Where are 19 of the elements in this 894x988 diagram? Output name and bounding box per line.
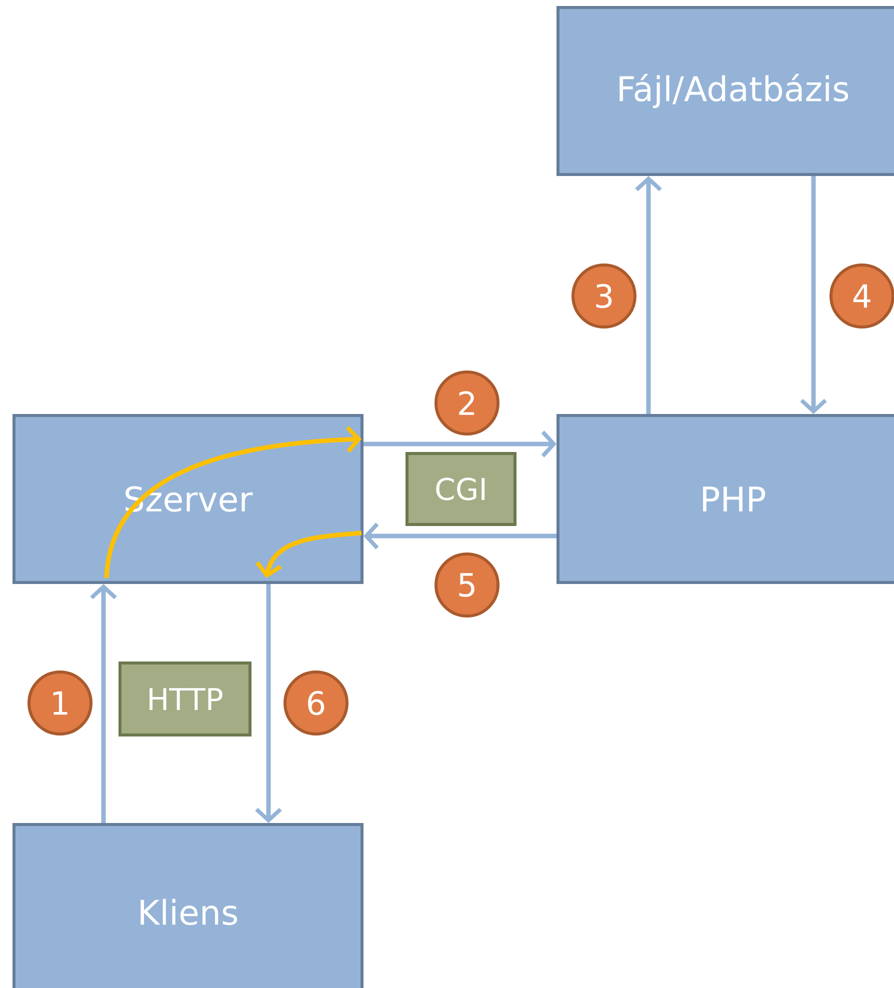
arrow <box>364 430 556 458</box>
arrow <box>255 584 282 823</box>
arrow <box>90 584 117 823</box>
step-number: 1 <box>28 670 92 736</box>
process-box: PHP <box>556 414 894 584</box>
protocol-tag: HTTP <box>118 662 252 736</box>
step-number: 2 <box>434 370 500 436</box>
arrow <box>104 426 362 578</box>
step-number: 6 <box>284 670 348 736</box>
process-box: Kliens <box>12 823 364 988</box>
arrow <box>364 522 556 550</box>
arrow <box>255 530 362 578</box>
protocol-tag: CGI <box>406 452 516 526</box>
arrow <box>635 176 662 414</box>
process-box: Fájl/Adatbázis <box>556 6 894 176</box>
step-number: 3 <box>572 264 636 328</box>
step-number: 5 <box>434 552 500 618</box>
step-number: 4 <box>830 264 894 328</box>
arrow <box>800 176 827 414</box>
